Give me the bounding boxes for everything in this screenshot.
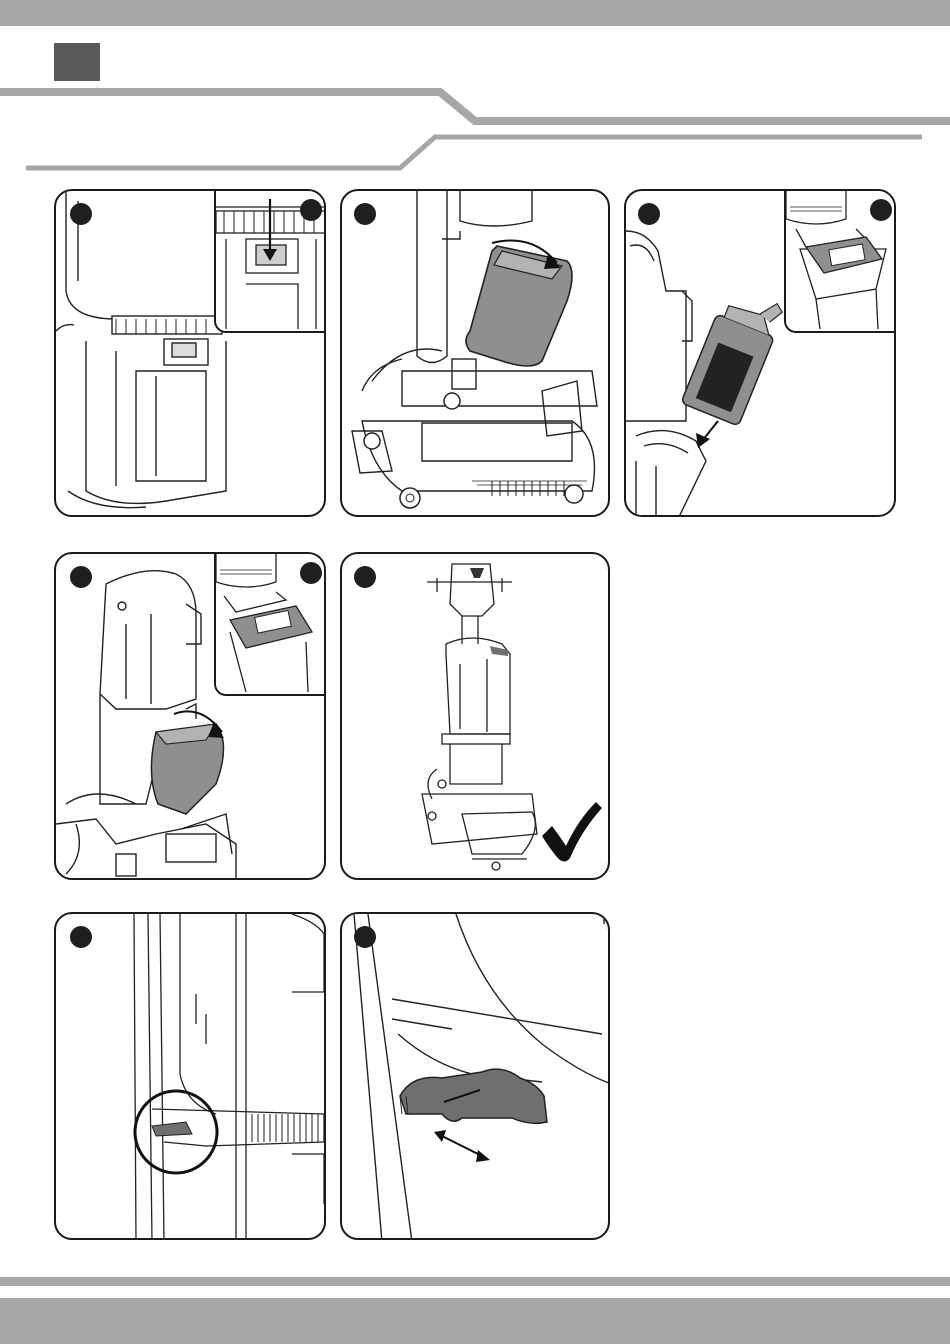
illustration-pedal-closeup: [342, 914, 610, 1240]
step-panel-1: [54, 189, 326, 517]
step-badge-2: [354, 203, 376, 225]
step-badge-6: [70, 926, 92, 948]
step-panel-4: [54, 552, 326, 880]
inset-badge-3: [870, 199, 892, 221]
step-panel-5: [340, 552, 610, 880]
illustration-battery-tilt-out: [342, 191, 610, 517]
step-panel-3: [624, 189, 896, 517]
inset-badge-1: [300, 199, 322, 221]
header-divider-lines: [0, 84, 950, 174]
step-badge-3: [638, 203, 660, 225]
footer-rule: [0, 1277, 950, 1286]
step-panel-7: [340, 912, 610, 1240]
header-band: [0, 0, 950, 26]
footer-band: [0, 1298, 950, 1344]
inset-badge-4: [300, 562, 322, 584]
section-marker: [54, 43, 100, 81]
step-badge-1: [70, 203, 92, 225]
step-panel-2: [340, 189, 610, 517]
step-panel-6: [54, 912, 326, 1240]
illustration-release-pedal-location: [56, 914, 326, 1240]
step-badge-4: [70, 566, 92, 588]
step-badge-5: [354, 566, 376, 588]
step-badge-7: [354, 926, 376, 948]
illustration-assembled-machine: [342, 554, 610, 880]
